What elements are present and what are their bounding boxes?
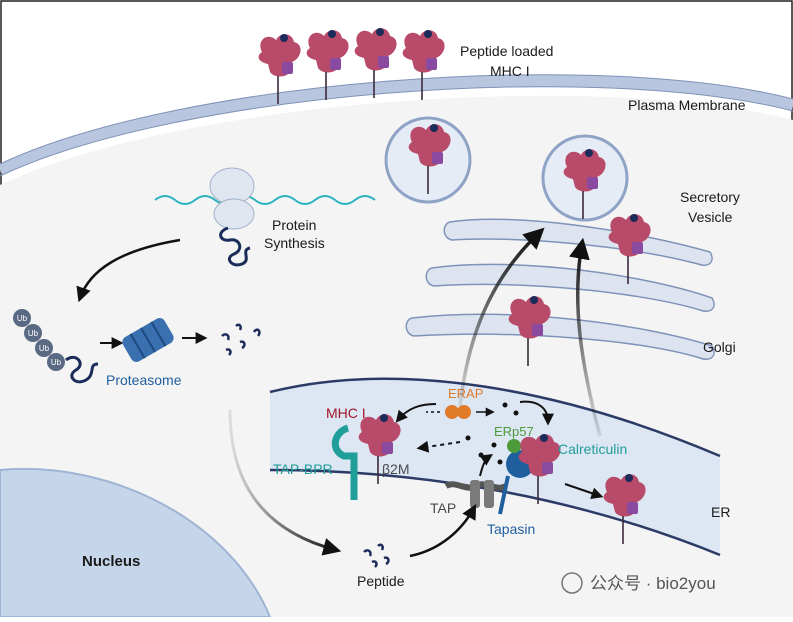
tap-transporter bbox=[444, 480, 508, 508]
label-synthesis: Synthesis bbox=[264, 235, 325, 251]
label-tapasin: Tapasin bbox=[487, 521, 535, 537]
tap-bpr-protein bbox=[331, 424, 358, 500]
erap-enzyme bbox=[445, 405, 471, 419]
label-protein: Protein bbox=[272, 217, 316, 233]
arrow-tap-into-er bbox=[479, 454, 493, 477]
arrow-to-mhc-i bbox=[395, 403, 437, 423]
ribosome-small-subunit bbox=[213, 198, 255, 230]
arrow-er-to-vesicle-1 bbox=[458, 227, 545, 407]
ub-label-3: Ub bbox=[39, 344, 50, 353]
arrow-to-plc bbox=[519, 400, 554, 426]
label-proteasome: Proteasome bbox=[106, 372, 182, 388]
label-secretory-2: Vesicle bbox=[688, 209, 733, 225]
mrna-strand bbox=[154, 195, 376, 205]
label-er: ER bbox=[711, 504, 730, 520]
plasma-membrane-outline-outer bbox=[0, 74, 793, 165]
ub-label-1: Ub bbox=[17, 314, 28, 323]
watermark-text: 公众号 · bio2you bbox=[590, 574, 716, 593]
label-peptide-loaded-2: MHC I bbox=[490, 63, 530, 79]
arrow-to-ubiquitination bbox=[76, 238, 181, 303]
arrow-peptide-to-tap bbox=[409, 504, 477, 558]
arrow-to-exit bbox=[564, 483, 604, 499]
label-peptide-loaded-1: Peptide loaded bbox=[460, 43, 553, 59]
label-peptide: Peptide bbox=[357, 573, 405, 589]
arrow-peptide-to-mhc bbox=[416, 440, 461, 453]
label-b2m: β2M bbox=[382, 461, 410, 477]
peptide-fragments bbox=[221, 323, 261, 356]
nucleus bbox=[0, 467, 272, 618]
er-membrane-bottom bbox=[269, 468, 721, 557]
proteasome-icon bbox=[122, 318, 174, 362]
ub-label-2: Ub bbox=[28, 329, 39, 338]
label-plasma-membrane: Plasma Membrane bbox=[628, 97, 746, 113]
wechat-icon bbox=[561, 572, 583, 594]
ubiquitinated-protein bbox=[65, 355, 99, 384]
label-mhc-i: MHC I bbox=[326, 405, 366, 421]
label-erp57: ERp57 bbox=[494, 424, 534, 439]
label-secretory-1: Secretory bbox=[680, 189, 740, 205]
watermark: 公众号 · bio2you bbox=[561, 572, 716, 594]
er-membrane-top bbox=[269, 377, 721, 458]
erp57-protein bbox=[507, 439, 521, 453]
arrow-er-to-vesicle-2 bbox=[569, 237, 602, 437]
plasma-membrane bbox=[0, 74, 793, 176]
ub-label-4: Ub bbox=[51, 358, 62, 367]
tapasin-anchor bbox=[498, 475, 510, 515]
label-erap: ERAP bbox=[448, 386, 483, 401]
nascent-polypeptide bbox=[219, 226, 251, 267]
plasma-membrane-outline-inner bbox=[0, 86, 793, 177]
label-nucleus: Nucleus bbox=[82, 553, 140, 570]
label-golgi: Golgi bbox=[703, 339, 736, 355]
label-tap-bpr: TAP-BPR bbox=[273, 461, 333, 477]
label-calreticulin: Calreticulin bbox=[558, 441, 627, 457]
cytosolic-peptides bbox=[363, 543, 390, 568]
ubiquitin-chain: Ub Ub Ub Ub bbox=[13, 309, 65, 371]
arrow-fragments-to-peptide bbox=[228, 409, 342, 556]
peptide-loading-complex bbox=[498, 433, 562, 515]
label-tap: TAP bbox=[430, 500, 456, 516]
